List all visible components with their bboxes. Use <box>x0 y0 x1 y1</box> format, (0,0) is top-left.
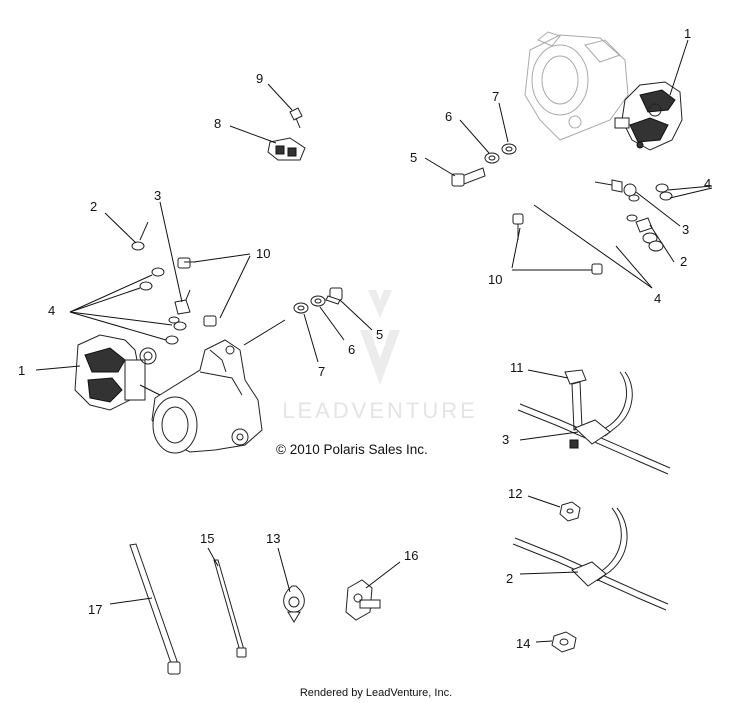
brake-line-clamp-2 <box>512 507 669 611</box>
callout-5-mid: 5 <box>376 327 383 342</box>
hose-fitting-right <box>594 179 673 252</box>
nut-12 <box>559 501 581 522</box>
callout-10-right: 10 <box>488 272 502 287</box>
brake-caliper-upper-right <box>614 81 683 151</box>
callout-1-right: 1 <box>684 26 691 41</box>
hose-fitting-3-left <box>168 289 191 324</box>
callout-2-left: 2 <box>90 199 97 214</box>
callout-7-top: 7 <box>492 89 499 104</box>
bolt-10-left <box>177 257 217 327</box>
footer-credit: Rendered by LeadVenture, Inc. <box>300 687 452 699</box>
callout-14: 14 <box>516 636 530 651</box>
callout-12: 12 <box>508 486 522 501</box>
callout-2-right: 2 <box>680 254 687 269</box>
brake-line-clamp-3 <box>517 371 671 475</box>
screw-9 <box>289 107 303 129</box>
callout-16: 16 <box>404 548 418 563</box>
callout-17: 17 <box>88 602 102 617</box>
callout-2-clamp: 2 <box>506 571 513 586</box>
brake-caliper-left <box>74 334 157 411</box>
bolt-11 <box>564 369 587 431</box>
watermark-logo: LEADVENTURE <box>282 290 478 423</box>
callout-5-top: 5 <box>410 150 417 165</box>
push-clip-13 <box>283 585 305 623</box>
bolt-10-right <box>512 213 603 275</box>
callout-6-mid: 6 <box>348 342 355 357</box>
callout-10-left: 10 <box>256 246 270 261</box>
copyright-text: © 2010 Polaris Sales Inc. <box>276 442 428 457</box>
callout-1-left: 1 <box>18 363 25 378</box>
callout-13: 13 <box>266 531 280 546</box>
callout-8: 8 <box>214 116 221 131</box>
callout-4-right-bottom: 4 <box>654 291 661 306</box>
callout-4-left: 4 <box>48 303 55 318</box>
callout-15: 15 <box>200 531 214 546</box>
nut-14 <box>551 631 577 653</box>
knuckle-upper-right <box>524 31 629 141</box>
bolt-5-top <box>451 167 486 187</box>
washer-6-mid <box>310 295 326 307</box>
callout-7-mid: 7 <box>318 364 325 379</box>
bolt-5-mid <box>325 287 343 305</box>
watermark-text: LEADVENTURE <box>282 398 478 423</box>
clip-16 <box>345 579 381 621</box>
knuckle-left <box>151 339 263 454</box>
hose-fitting-left <box>131 221 149 251</box>
callout-3-left: 3 <box>154 188 161 203</box>
callout-4-right-top: 4 <box>704 176 711 191</box>
callout-3-clamp: 3 <box>502 432 509 447</box>
callout-3-right: 3 <box>682 222 689 237</box>
washer-7-mid <box>293 302 309 314</box>
washers-4-left <box>139 267 187 345</box>
callout-11: 11 <box>510 360 524 375</box>
callout-9: 9 <box>256 71 263 86</box>
washer-6-top <box>484 152 500 164</box>
callout-6-top: 6 <box>445 109 452 124</box>
bracket-8 <box>267 137 306 161</box>
cable-tie-17 <box>129 543 181 675</box>
washer-7-top <box>501 143 517 155</box>
cable-tie-15 <box>213 559 247 658</box>
